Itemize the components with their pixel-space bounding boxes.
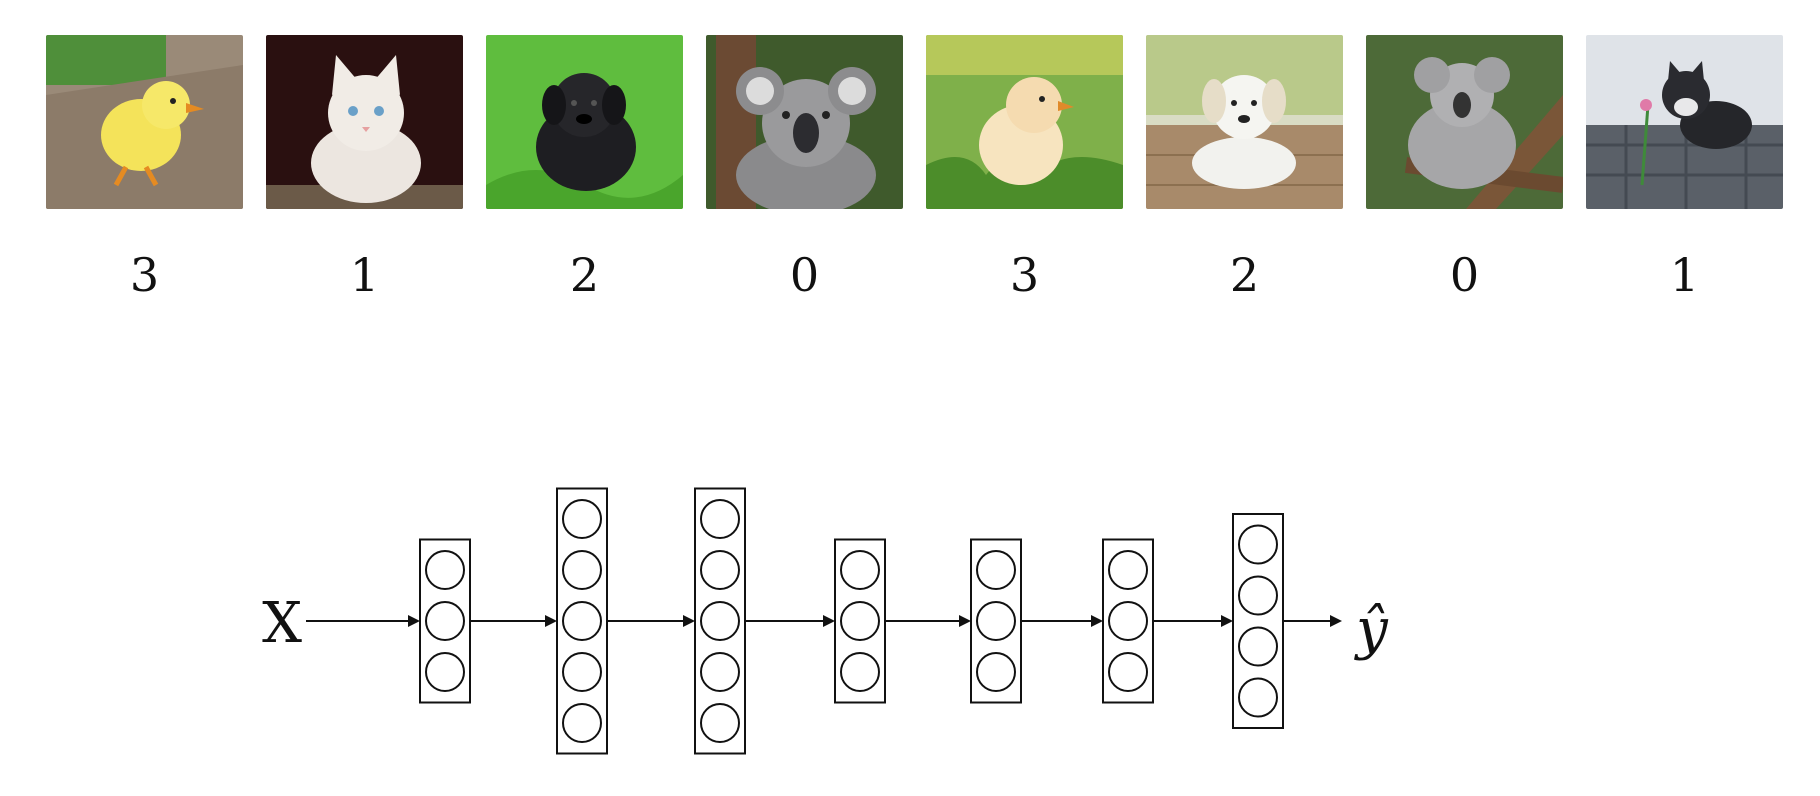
class-label: 0: [1449, 248, 1480, 302]
kitten-icon: [1586, 35, 1783, 209]
neuron-node: [1238, 575, 1278, 616]
image-kitten-1: [266, 35, 463, 209]
neuron-node: [1238, 626, 1278, 667]
neuron-node: [700, 652, 740, 692]
neuron-node: [562, 499, 602, 539]
image-puppy-1: [486, 35, 683, 209]
neuron-node: [425, 652, 465, 692]
chick-icon: [926, 35, 1123, 209]
neuron-node: [425, 601, 465, 641]
input-label: X: [262, 591, 302, 656]
neuron-node: [562, 703, 602, 743]
image-chick-2: [926, 35, 1123, 209]
neuron-node: [700, 550, 740, 590]
neuron-node: [976, 550, 1016, 590]
class-label: 2: [1229, 248, 1260, 302]
neuron-node: [1238, 677, 1278, 718]
class-label: 1: [349, 248, 380, 302]
chick-icon: [46, 35, 243, 209]
neuron-node: [840, 601, 880, 641]
koala-icon: [1366, 35, 1563, 209]
image-koala-1: [706, 35, 903, 209]
neuron-node: [1108, 652, 1148, 692]
image-kitten-2: [1586, 35, 1783, 209]
image-puppy-2: [1146, 35, 1343, 209]
neuron-node: [1238, 524, 1278, 565]
neuron-node: [840, 550, 880, 590]
neuron-node: [840, 652, 880, 692]
neuron-node: [1108, 601, 1148, 641]
image-chick-1: [46, 35, 243, 209]
neuron-node: [700, 601, 740, 641]
class-label: 0: [789, 248, 820, 302]
puppy-icon: [1146, 35, 1343, 209]
class-label: 1: [1669, 248, 1700, 302]
koala-icon: [706, 35, 903, 209]
puppy-icon: [486, 35, 683, 209]
output-label: ŷ: [1353, 597, 1389, 662]
neuron-node: [976, 652, 1016, 692]
neuron-node: [976, 601, 1016, 641]
neuron-node: [700, 703, 740, 743]
neuron-node: [562, 550, 602, 590]
class-label: 3: [1009, 248, 1040, 302]
neuron-node: [562, 652, 602, 692]
class-label: 2: [569, 248, 600, 302]
class-label: 3: [129, 248, 160, 302]
kitten-icon: [266, 35, 463, 209]
neuron-node: [425, 550, 465, 590]
neuron-node: [700, 499, 740, 539]
image-koala-2: [1366, 35, 1563, 209]
hidden-layers: [419, 487, 1284, 755]
neuron-node: [562, 601, 602, 641]
neuron-node: [1108, 550, 1148, 590]
